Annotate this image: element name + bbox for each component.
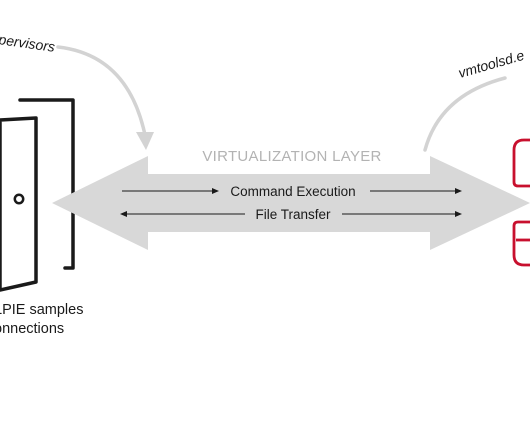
file-transfer-label: File Transfer	[255, 207, 331, 222]
left-caption-line-1: LPIE samples	[0, 302, 84, 318]
top-right-label: vmtoolsd.e	[456, 47, 526, 81]
virtualization-layer-arrow	[52, 156, 530, 250]
top-left-label: pervisors	[0, 31, 56, 55]
vmtoolsd-curve	[423, 76, 507, 152]
hypervisors-curve-arrow	[56, 45, 154, 150]
virtualization-layer-label: VIRTUALIZATION LAYER	[202, 148, 381, 165]
command-execution-channel: Command Execution	[122, 184, 462, 199]
left-caption-line-2: onnections	[0, 321, 65, 337]
door-icon	[0, 98, 75, 292]
command-execution-label: Command Execution	[230, 184, 355, 199]
file-transfer-channel: File Transfer	[120, 207, 462, 222]
red-bracket-icon	[512, 138, 530, 267]
